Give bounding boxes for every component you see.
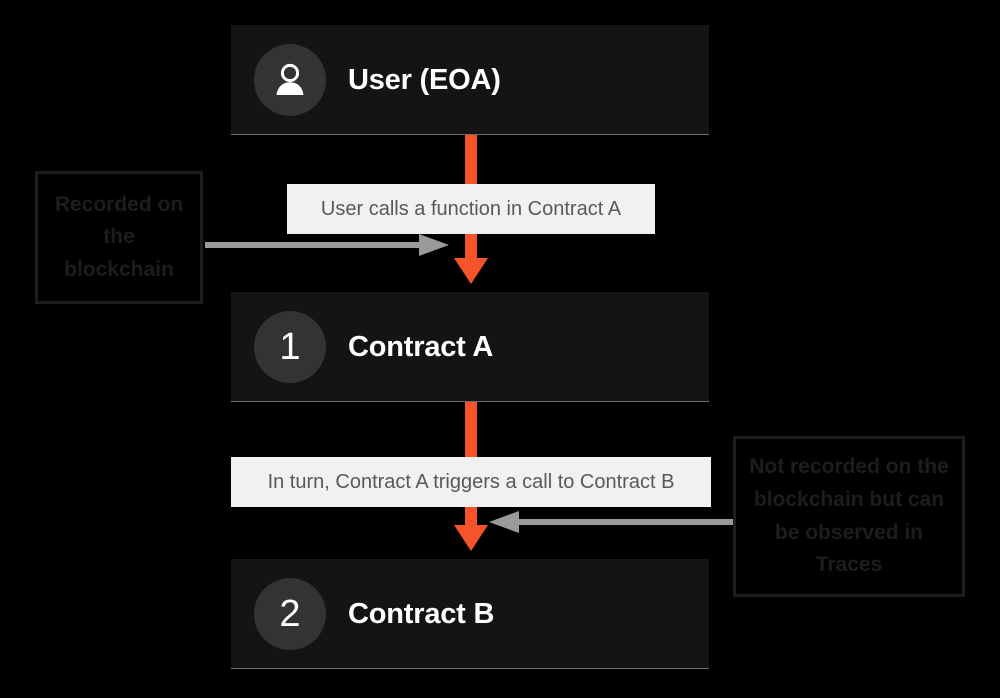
step-number-badge-1: 1 (254, 311, 326, 383)
node-label-user: User (EOA) (348, 63, 501, 96)
node-card-contract-a[interactable]: 1 Contract A (231, 292, 709, 402)
connector-arrow-right (489, 508, 733, 536)
node-label-contract-a: Contract A (348, 330, 494, 363)
annotation-not-recorded-on-blockchain: Not recorded on the blockchain but can b… (733, 436, 965, 597)
node-card-contract-b[interactable]: 2 Contract B (231, 559, 709, 669)
caption-user-calls-contract-a: User calls a function in Contract A (287, 184, 655, 234)
node-label-contract-b: Contract B (348, 597, 495, 630)
annotation-recorded-on-blockchain: Recorded on the blockchain (35, 171, 203, 304)
node-card-user[interactable]: User (EOA) (231, 25, 709, 135)
person-icon (254, 44, 326, 116)
step-number-badge-2: 2 (254, 578, 326, 650)
connector-arrow-left (205, 231, 449, 259)
caption-contract-a-calls-contract-b: In turn, Contract A triggers a call to C… (231, 457, 711, 507)
